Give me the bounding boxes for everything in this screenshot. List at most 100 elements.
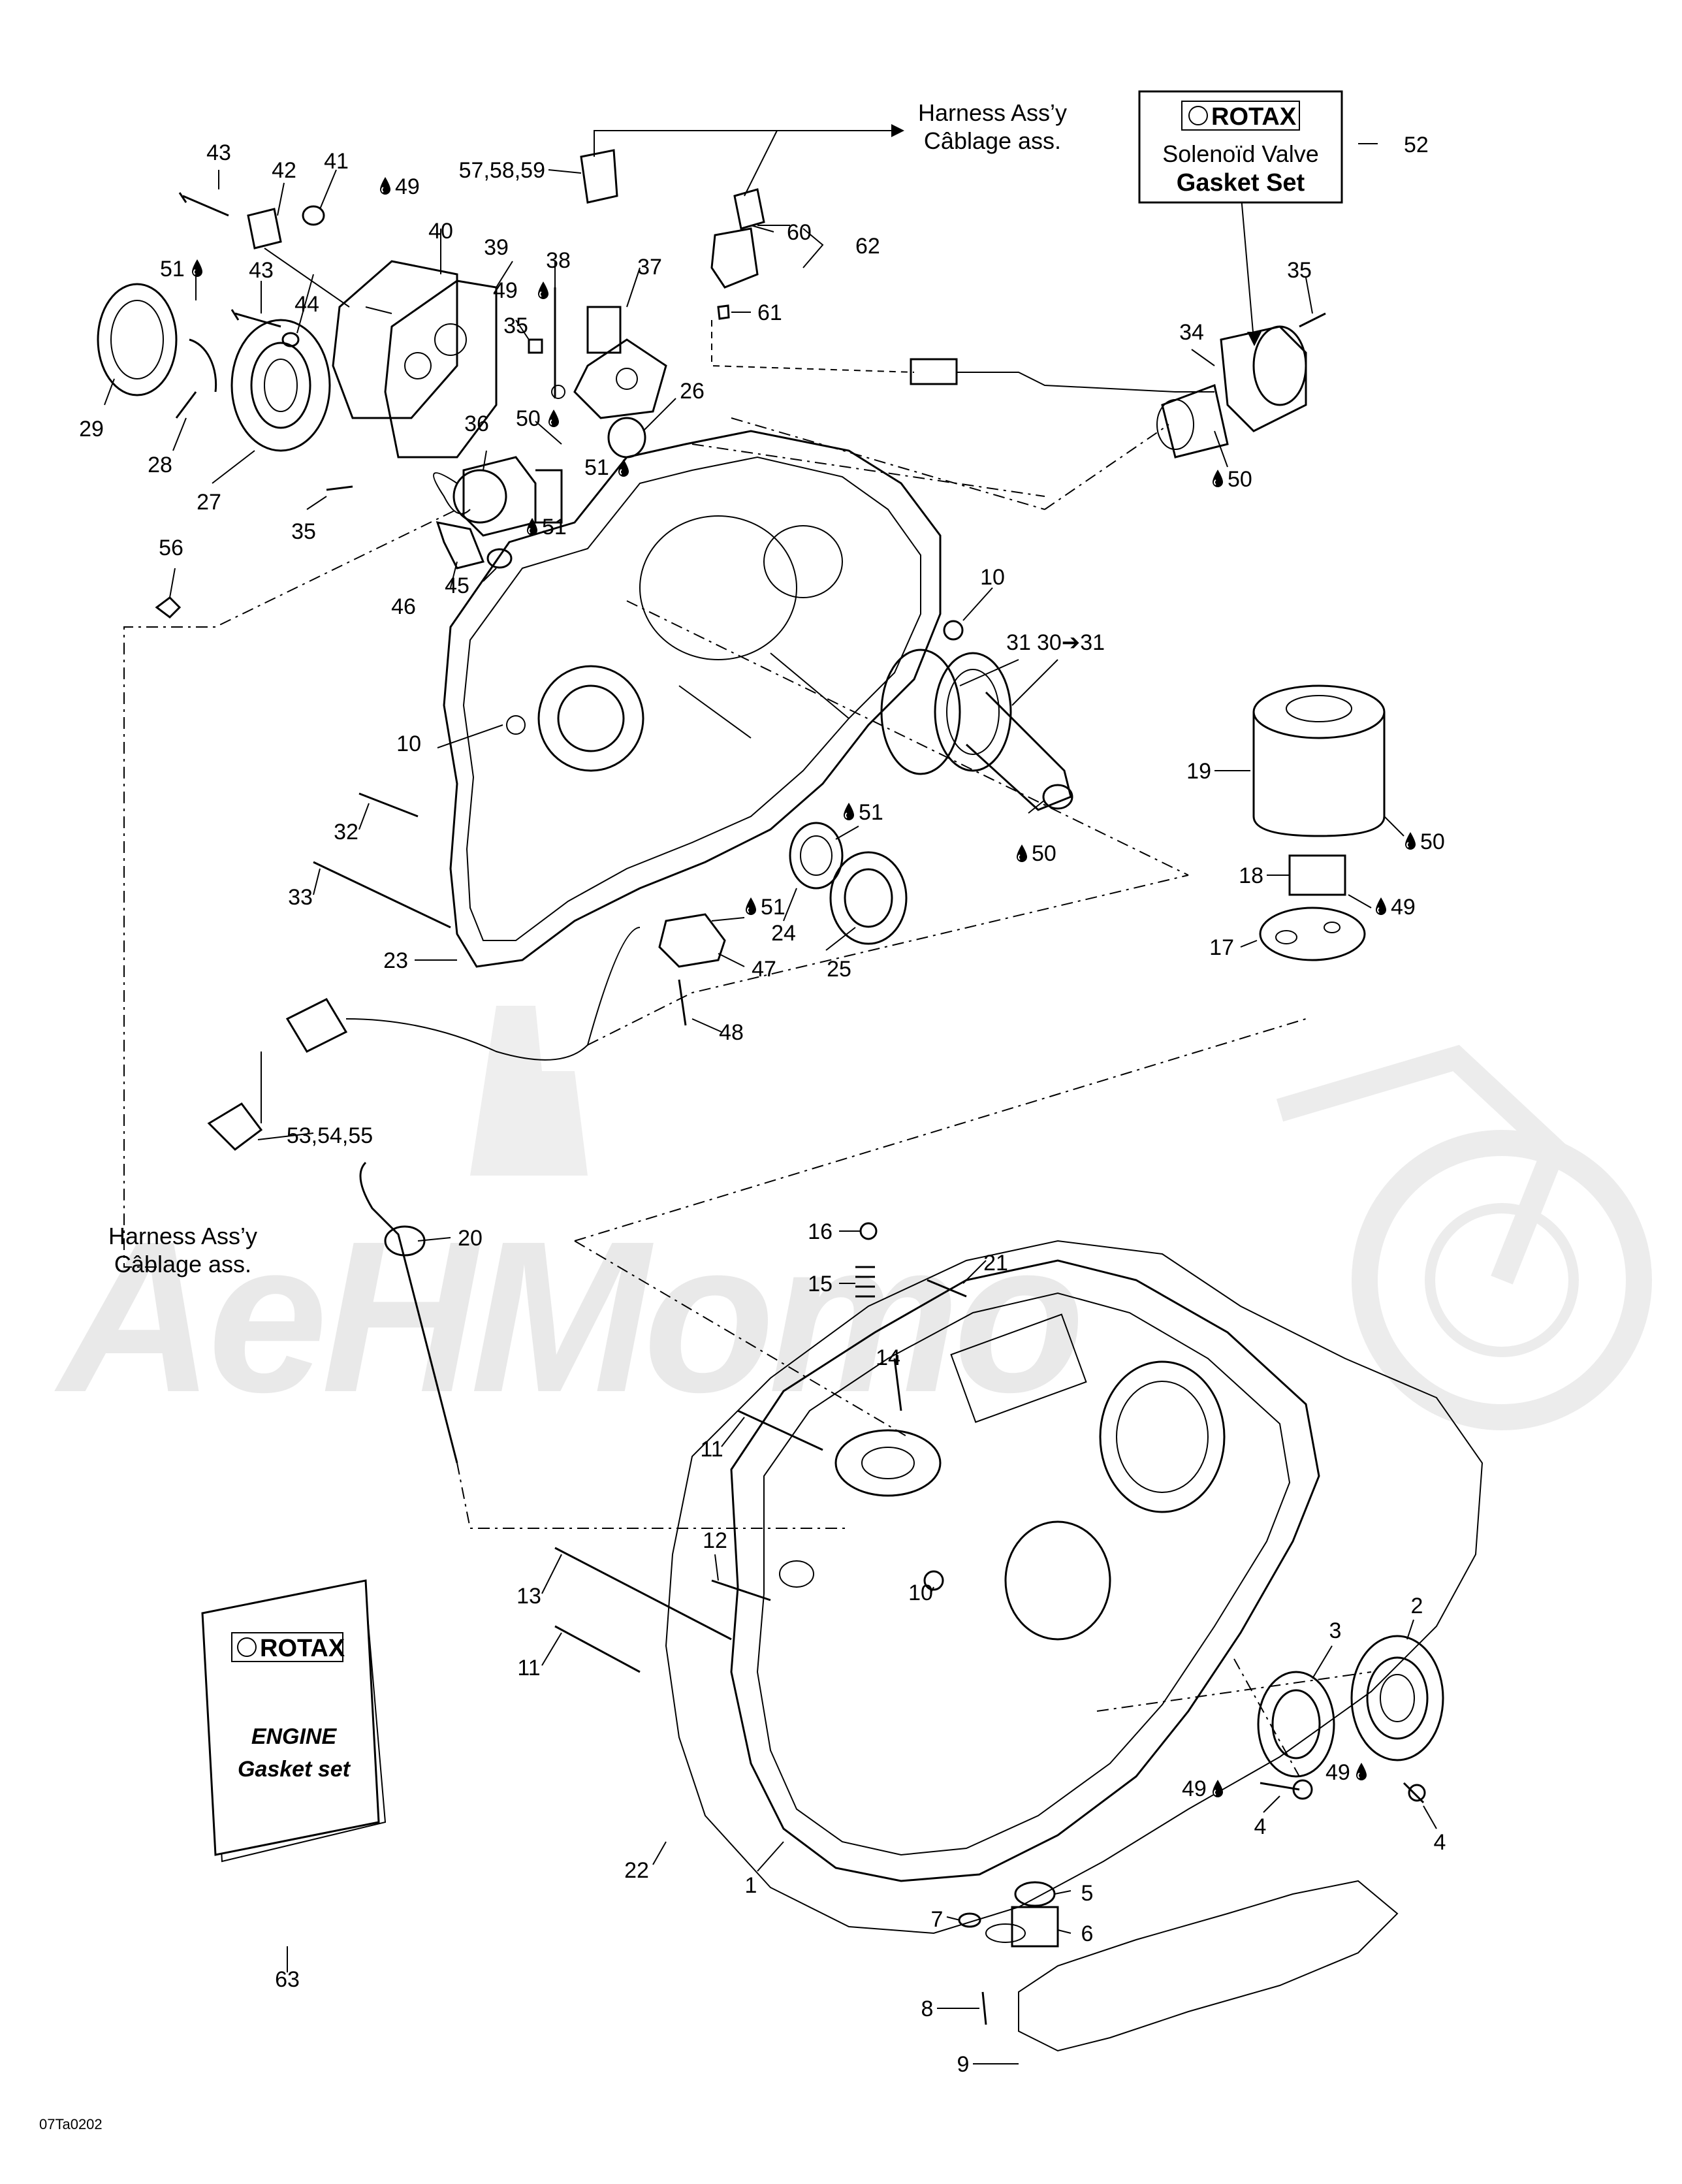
callout-10: 10 <box>908 1581 933 1605</box>
callout-10: 10 <box>396 731 421 756</box>
screw-35c <box>1299 312 1326 328</box>
spring-15 <box>855 1266 875 1298</box>
oil-pad <box>834 1429 942 1497</box>
callout-22: 22 <box>624 1858 649 1883</box>
callout-15: 15 <box>808 1272 833 1296</box>
callout-63: 63 <box>275 1967 300 1992</box>
callout-51: 51 <box>859 800 883 825</box>
fitting-42 <box>247 208 282 249</box>
pin-61 <box>717 304 730 320</box>
callout-4: 4 <box>1434 1830 1446 1855</box>
bolt-43a <box>178 192 229 217</box>
solenoid-36 <box>462 456 537 537</box>
callout-18: 18 <box>1239 863 1263 888</box>
callout-37: 37 <box>637 255 662 280</box>
callout-10: 10 <box>980 565 1005 590</box>
pin-10c <box>923 1570 944 1591</box>
callout-49: 49 <box>1391 895 1416 920</box>
oil-drop-icon <box>379 176 391 195</box>
callout-14: 14 <box>876 1345 900 1370</box>
callout-20: 20 <box>458 1226 483 1251</box>
oil-drop-icons <box>191 176 1416 1798</box>
callout-9: 9 <box>957 2052 970 2077</box>
callout-48: 48 <box>719 1020 744 1045</box>
callout-16: 16 <box>808 1219 833 1244</box>
bearing-2 <box>1350 1635 1444 1761</box>
callout-35: 35 <box>291 519 316 544</box>
watermark: AeHMomo <box>52 1006 1652 1437</box>
harness-left-line1: Harness Ass’y <box>108 1223 257 1249</box>
oil-drop-icon <box>1212 469 1224 488</box>
callout-41: 41 <box>324 149 349 174</box>
callout-33: 33 <box>288 885 313 910</box>
bolt-33 <box>313 861 451 929</box>
callout-51: 51 <box>542 515 567 539</box>
oil-drop-icon <box>191 259 203 278</box>
kit-solenoid-line1: Solenoïd Valve <box>1162 140 1319 167</box>
callout-36: 36 <box>464 411 489 436</box>
callout-60: 60 <box>787 220 812 245</box>
callout-8: 8 <box>921 1997 934 2021</box>
callout-31: 31 <box>1006 630 1031 655</box>
callout-61: 61 <box>757 300 782 325</box>
bolt-12 <box>711 1579 771 1601</box>
bolt-21 <box>927 1279 967 1298</box>
oil-drop-icon <box>1356 1762 1367 1781</box>
pin-10a <box>943 620 964 641</box>
callout-47: 47 <box>752 957 776 982</box>
harness-label-top: Harness Ass’y Câblage ass. <box>918 99 1067 154</box>
kit-solenoid-box: ROTAX Solenoïd Valve Gasket Set <box>1138 90 1343 204</box>
oil-drop-icon <box>1404 831 1416 850</box>
plate-40 <box>332 260 458 419</box>
oil-drop-icon <box>1212 1779 1224 1798</box>
connector-57 <box>580 149 618 204</box>
seal-31 <box>880 649 961 775</box>
oil-drop-icon <box>537 281 549 300</box>
bolt-32 <box>358 792 419 818</box>
watermark-text: AeHMomo <box>52 1196 1081 1437</box>
oil-drop-icon <box>548 409 560 428</box>
callout-28: 28 <box>148 453 172 477</box>
callout-44: 44 <box>294 292 319 317</box>
sensor-47 <box>658 913 726 968</box>
callout-57-58-59: 57,58,59 <box>459 158 545 183</box>
callout-56: 56 <box>159 536 183 560</box>
connector-53 <box>207 1102 263 1151</box>
callout-49: 49 <box>1325 1760 1350 1785</box>
fitting-46 <box>436 521 485 570</box>
callout-35: 35 <box>503 313 528 338</box>
harness-top-line1: Harness Ass’y <box>918 99 1067 126</box>
callout-34: 34 <box>1179 320 1204 345</box>
seal-24 <box>789 822 844 890</box>
callout-62: 62 <box>855 234 880 259</box>
kit-solenoid-brand: ROTAX <box>1211 103 1297 131</box>
callout-52: 52 <box>1404 133 1429 157</box>
oil-drop-icon <box>745 897 757 916</box>
parts-artwork <box>97 149 1484 2052</box>
callout-49: 49 <box>493 278 518 303</box>
callout-45: 45 <box>445 573 469 598</box>
callout-3: 3 <box>1329 1618 1342 1643</box>
callout-11: 11 <box>700 1437 723 1462</box>
callout-labels: 43 42 41 49 51 43 44 40 39 38 49 35 50 3… <box>79 133 1446 2077</box>
callout-25: 25 <box>827 957 851 982</box>
bearing-25 <box>829 851 908 945</box>
callout-12: 12 <box>703 1528 727 1553</box>
connector-harness-2 <box>285 998 348 1053</box>
connector-60 <box>733 188 765 230</box>
sensor-37 <box>573 338 667 419</box>
callout-51: 51 <box>761 895 785 920</box>
harness-top-line2: Câblage ass. <box>924 127 1061 154</box>
harness-lines <box>594 124 1262 346</box>
harness-label-left: Harness Ass’y Câblage ass. <box>108 1223 257 1277</box>
callout-43: 43 <box>206 140 231 165</box>
screw-8 <box>981 1991 987 2025</box>
callout-7: 7 <box>931 1907 944 1932</box>
callout-38: 38 <box>546 248 571 273</box>
callout-13: 13 <box>516 1584 541 1609</box>
callout-50: 50 <box>1228 467 1252 492</box>
callout-24: 24 <box>771 921 796 946</box>
bolt-43b <box>230 309 281 328</box>
crankcase-cover-23 <box>443 430 942 968</box>
callout-39: 39 <box>484 235 509 260</box>
